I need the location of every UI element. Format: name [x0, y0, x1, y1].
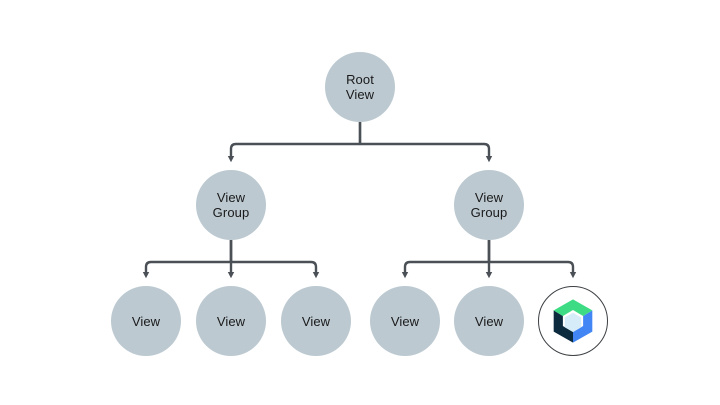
edge-group-right-to-leaf-4: [401, 240, 491, 279]
view-group-node-left[interactable]: View Group: [196, 170, 266, 240]
jetpack-compose-node[interactable]: [538, 286, 608, 356]
view-label-3: View: [301, 313, 331, 329]
view-group-node-right[interactable]: View Group: [454, 170, 524, 240]
view-group-label-left: View Group: [212, 190, 250, 220]
view-group-label-right: View Group: [470, 190, 508, 220]
jetpack-compose-logo-icon: [553, 299, 593, 343]
view-label-4: View: [390, 313, 420, 329]
edge-root-to-group-left: [227, 122, 362, 163]
root-view-node[interactable]: Root View: [325, 52, 395, 122]
edge-group-right-to-compose: [487, 240, 577, 279]
edge-group-left-to-leaf-1: [142, 240, 233, 279]
view-node-4[interactable]: View: [370, 286, 440, 356]
view-node-5[interactable]: View: [454, 286, 524, 356]
view-node-2[interactable]: View: [196, 286, 266, 356]
edge-group-left-to-leaf-3: [229, 240, 320, 279]
view-label-1: View: [131, 313, 161, 329]
view-node-3[interactable]: View: [281, 286, 351, 356]
view-node-1[interactable]: View: [111, 286, 181, 356]
view-label-2: View: [216, 313, 246, 329]
root-view-label: Root View: [345, 72, 375, 102]
edge-root-to-group-right: [358, 122, 493, 163]
view-label-5: View: [474, 313, 504, 329]
